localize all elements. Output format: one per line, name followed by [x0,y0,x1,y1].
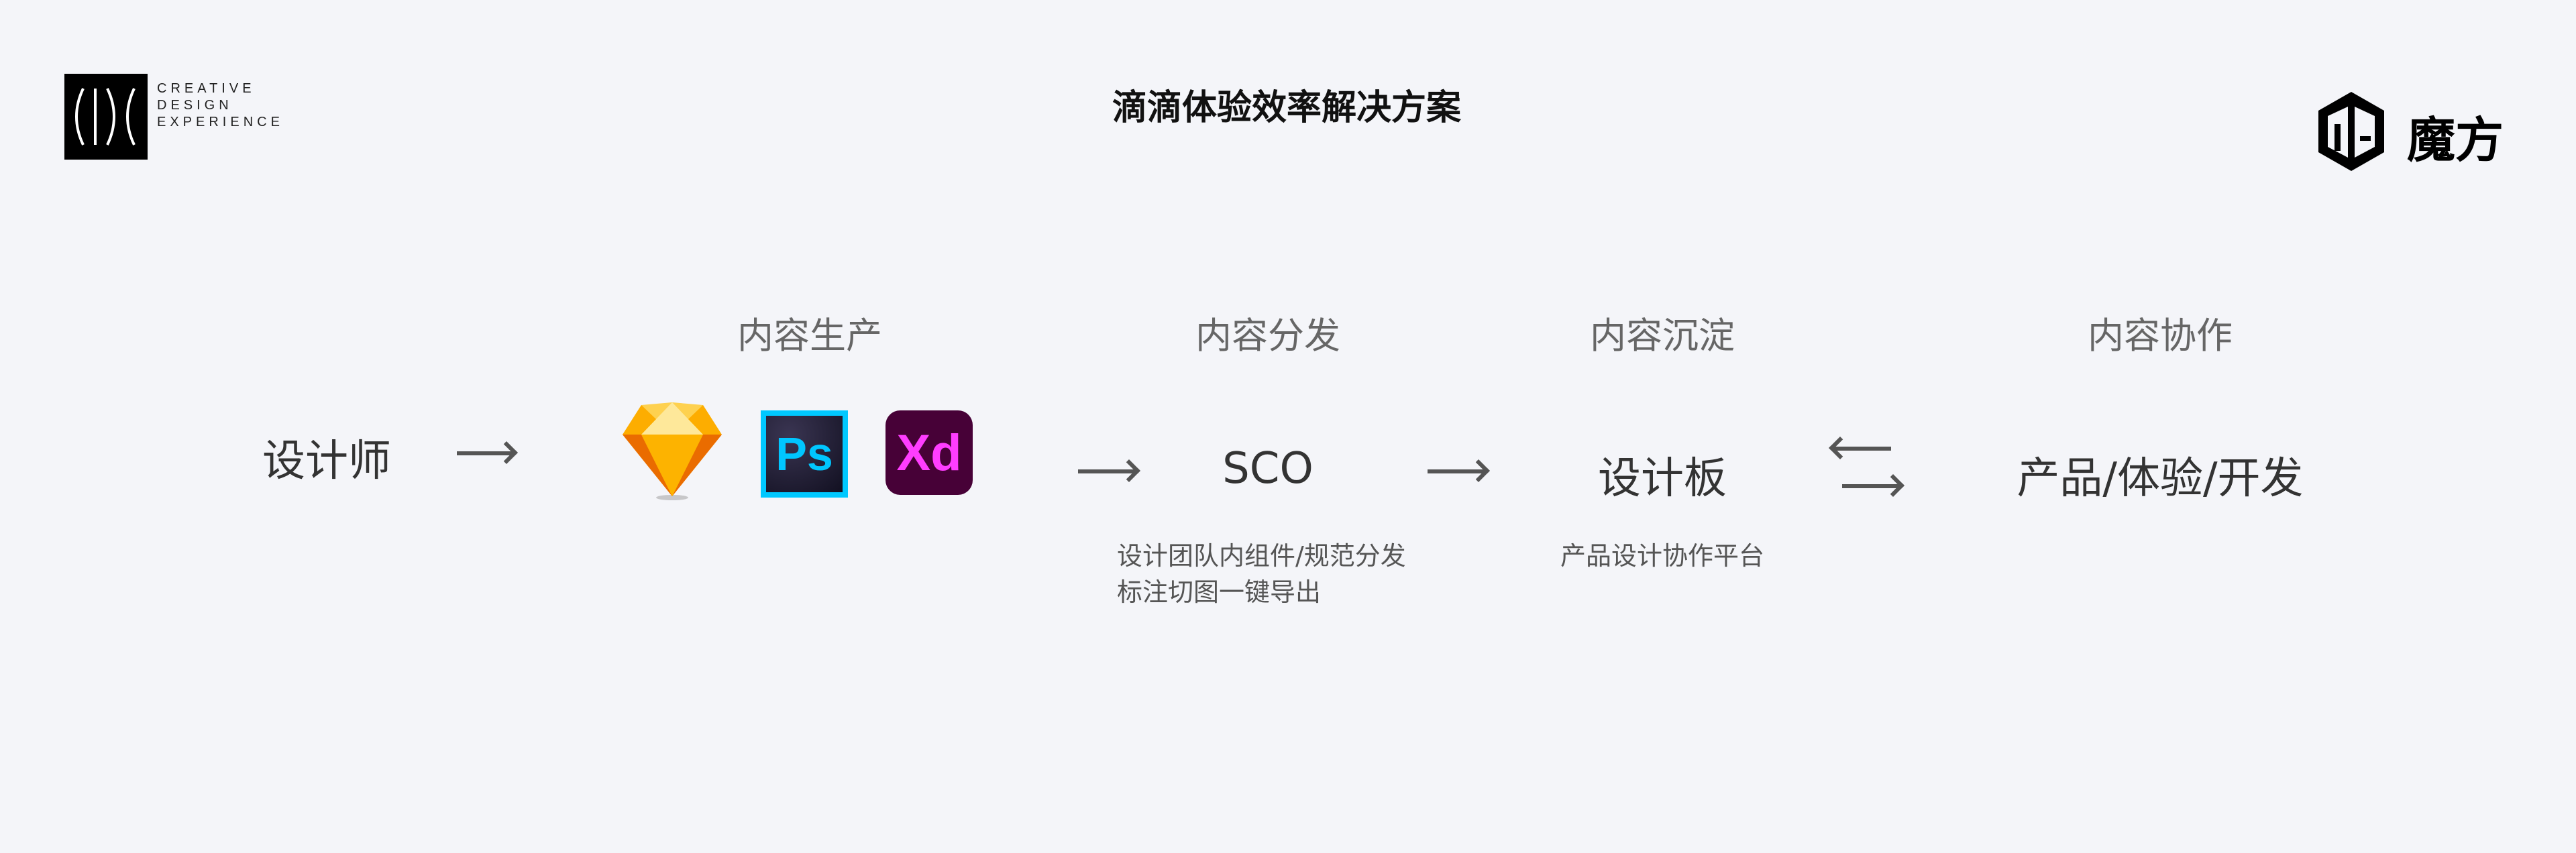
logo-line: EXPERIENCE [157,115,284,129]
arrow-right-icon [1078,469,1136,473]
adobe-xd-icon: Xd [885,410,973,495]
mofang-cube-icon [2318,92,2384,171]
cde-logo [64,74,148,160]
cde-logo-text: CREATIVE DESIGN EXPERIENCE [157,80,284,131]
page-title: 滴滴体验效率解决方案 [1112,88,1462,128]
photoshop-label: Ps [766,416,843,492]
sketch-icon [623,402,722,500]
heading-accumulation: 内容沉淀 [1590,315,1735,357]
node-sco: SCO [1222,444,1313,494]
heading-distribution: 内容分发 [1195,315,1340,357]
node-design-board: 设计板 [1598,454,1727,504]
arrow-right-icon [457,451,513,455]
description-line: 设计团队内组件/规范分发 [1117,541,1406,571]
node-designer: 设计师 [262,437,391,486]
adobe-xd-label: Xd [896,424,962,481]
sco-description: 设计团队内组件/规范分发 标注切图一键导出 [1117,538,1406,610]
arrow-right-icon [1842,484,1900,488]
cde-logo-mark-icon [75,88,136,146]
heading-collaboration: 内容协作 [2088,315,2233,357]
node-product-experience-dev: 产品/体验/开发 [2017,454,2304,504]
arrow-left-icon [1833,447,1891,451]
description-line: 标注切图一键导出 [1117,577,1322,607]
mofang-brand-name: 魔方 [2407,112,2504,168]
logo-line: CREATIVE [157,81,256,96]
logo-line: DESIGN [157,98,233,113]
heading-production: 内容生产 [737,315,882,357]
arrow-right-icon [1428,469,1485,473]
board-description: 产品设计协作平台 [1560,541,1765,571]
photoshop-icon: Ps [761,410,848,498]
